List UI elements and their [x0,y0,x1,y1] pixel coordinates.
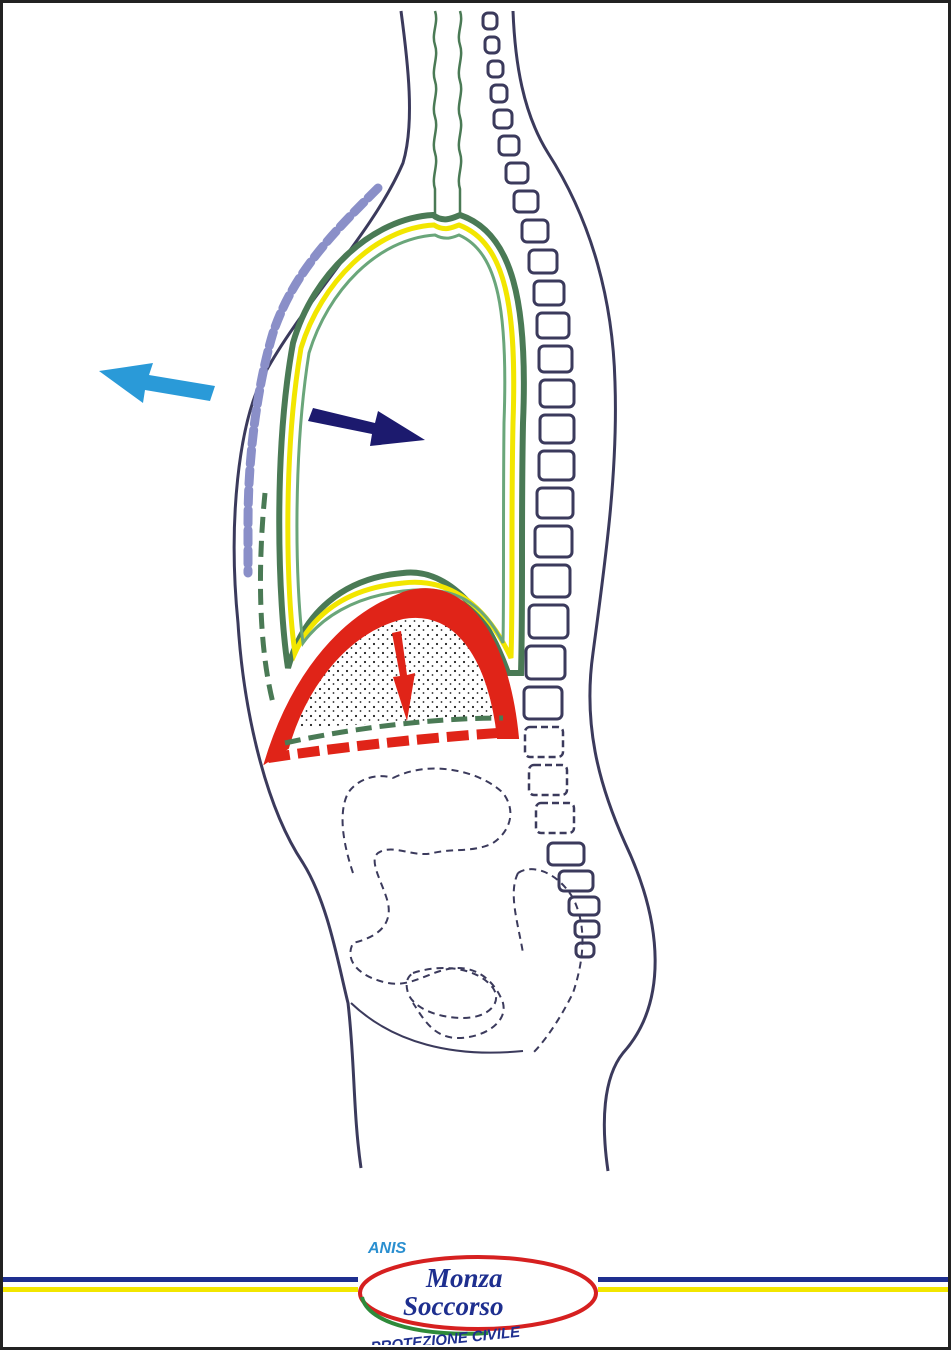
respiration-diagram [3,3,948,1347]
sacrum [548,843,599,957]
logo-line2: Soccorso [403,1291,504,1321]
trachea [434,11,461,215]
footer-stripe-blue-right [598,1277,948,1282]
rectum-outline [514,869,583,1053]
diaphragm-contracted [268,733,498,758]
intestine-outline [343,769,511,1038]
spine-lower [525,727,574,833]
thigh-line [351,1003,523,1053]
logo-line1: Monza [425,1263,503,1293]
monza-soccorso-logo: ANIS Monza Soccorso PROTEZIONE CIVILE [348,1235,608,1345]
arrow-outward-icon [99,363,215,403]
footer-stripe-yellow-right [598,1287,948,1292]
footer-stripe-blue-left [3,1277,358,1282]
logo-anis: ANIS [367,1240,407,1257]
footer-stripe-yellow-left [3,1287,358,1292]
arrow-inward-icon [308,408,425,446]
spine [483,13,574,719]
